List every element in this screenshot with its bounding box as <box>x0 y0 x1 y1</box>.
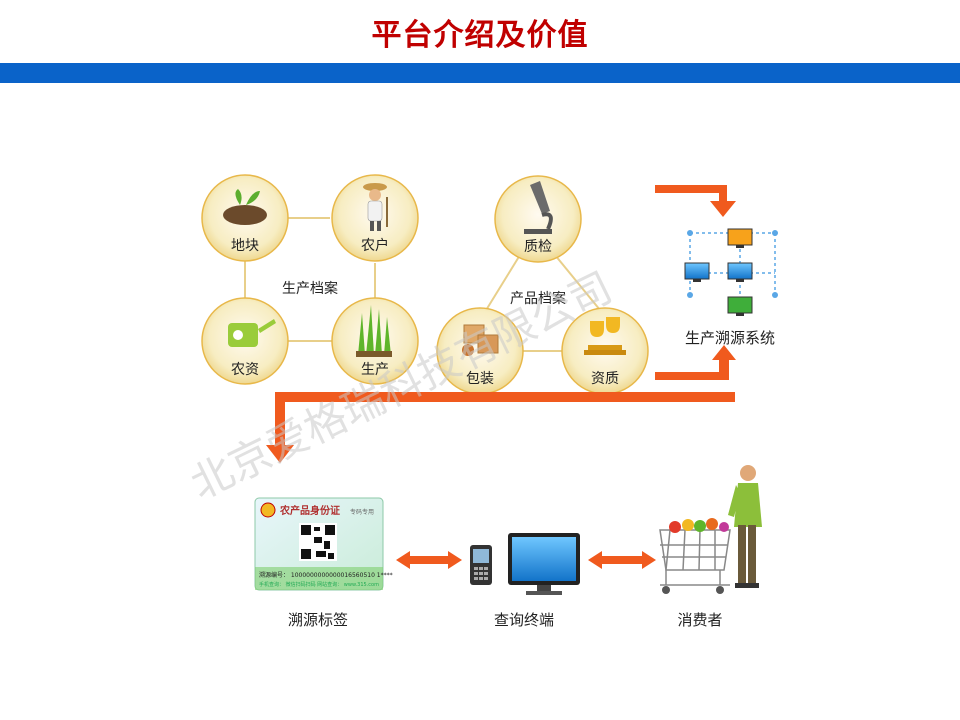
flow-arrow <box>655 185 736 217</box>
card-footer: 手机查询： 微信扫码扫码 网站查询： www.315.com <box>259 581 379 588</box>
card-stamp: 专码专用 <box>350 508 374 516</box>
card-title: 农产品身份证 <box>279 504 340 517</box>
consumer-icon <box>659 465 762 594</box>
node-quality: 质检 <box>494 175 582 263</box>
flow-arrow <box>266 345 736 463</box>
node-inputs-label: 农资 <box>231 362 259 378</box>
node-inputs: 农资 <box>201 297 289 385</box>
system-label: 生产溯源系统 <box>685 329 775 347</box>
bidirectional-arrow <box>396 551 462 569</box>
shopping-cart-icon <box>659 529 731 586</box>
node-package: 包装 <box>436 307 524 395</box>
node-farmer-label: 农户 <box>361 237 389 254</box>
monitor-icon <box>727 228 753 248</box>
page-title: 平台介绍及价值 <box>371 18 589 53</box>
query-terminal-caption: 查询终端 <box>494 611 554 629</box>
monitor-icon <box>727 262 753 282</box>
phone-icon <box>470 545 492 585</box>
monitor-icon <box>727 296 753 316</box>
node-plot: 地块 <box>201 174 289 262</box>
card-code-line: 溯源编号： 1000000000000016560510 1**** <box>259 571 393 579</box>
product-archive-label: 产品档案 <box>510 290 566 307</box>
trace-label-caption: 溯源标签 <box>288 611 348 629</box>
consumer-caption: 消费者 <box>677 611 722 629</box>
node-qualification-label: 资质 <box>591 371 619 387</box>
traceability-diagram: 地块 农户 农资 生产 生产档案 质检 <box>180 105 820 675</box>
monitor-icon <box>684 262 710 282</box>
production-archive-label: 生产档案 <box>282 280 338 297</box>
node-produce: 生产 <box>331 297 419 385</box>
title-divider-bar <box>0 63 960 83</box>
node-plot-label: 地块 <box>231 238 259 254</box>
node-quality-label: 质检 <box>524 239 552 255</box>
qr-code-icon <box>299 523 337 561</box>
node-package-label: 包装 <box>466 371 494 387</box>
trace-label-card: 农产品身份证 专码专用 溯源编号： 1000000000000016560510… <box>254 497 393 591</box>
bidirectional-arrow <box>588 551 656 569</box>
desktop-monitor-icon <box>508 533 580 595</box>
node-farmer: 农户 <box>331 174 419 262</box>
node-produce-label: 生产 <box>361 362 389 378</box>
traceability-system-network <box>684 228 778 316</box>
